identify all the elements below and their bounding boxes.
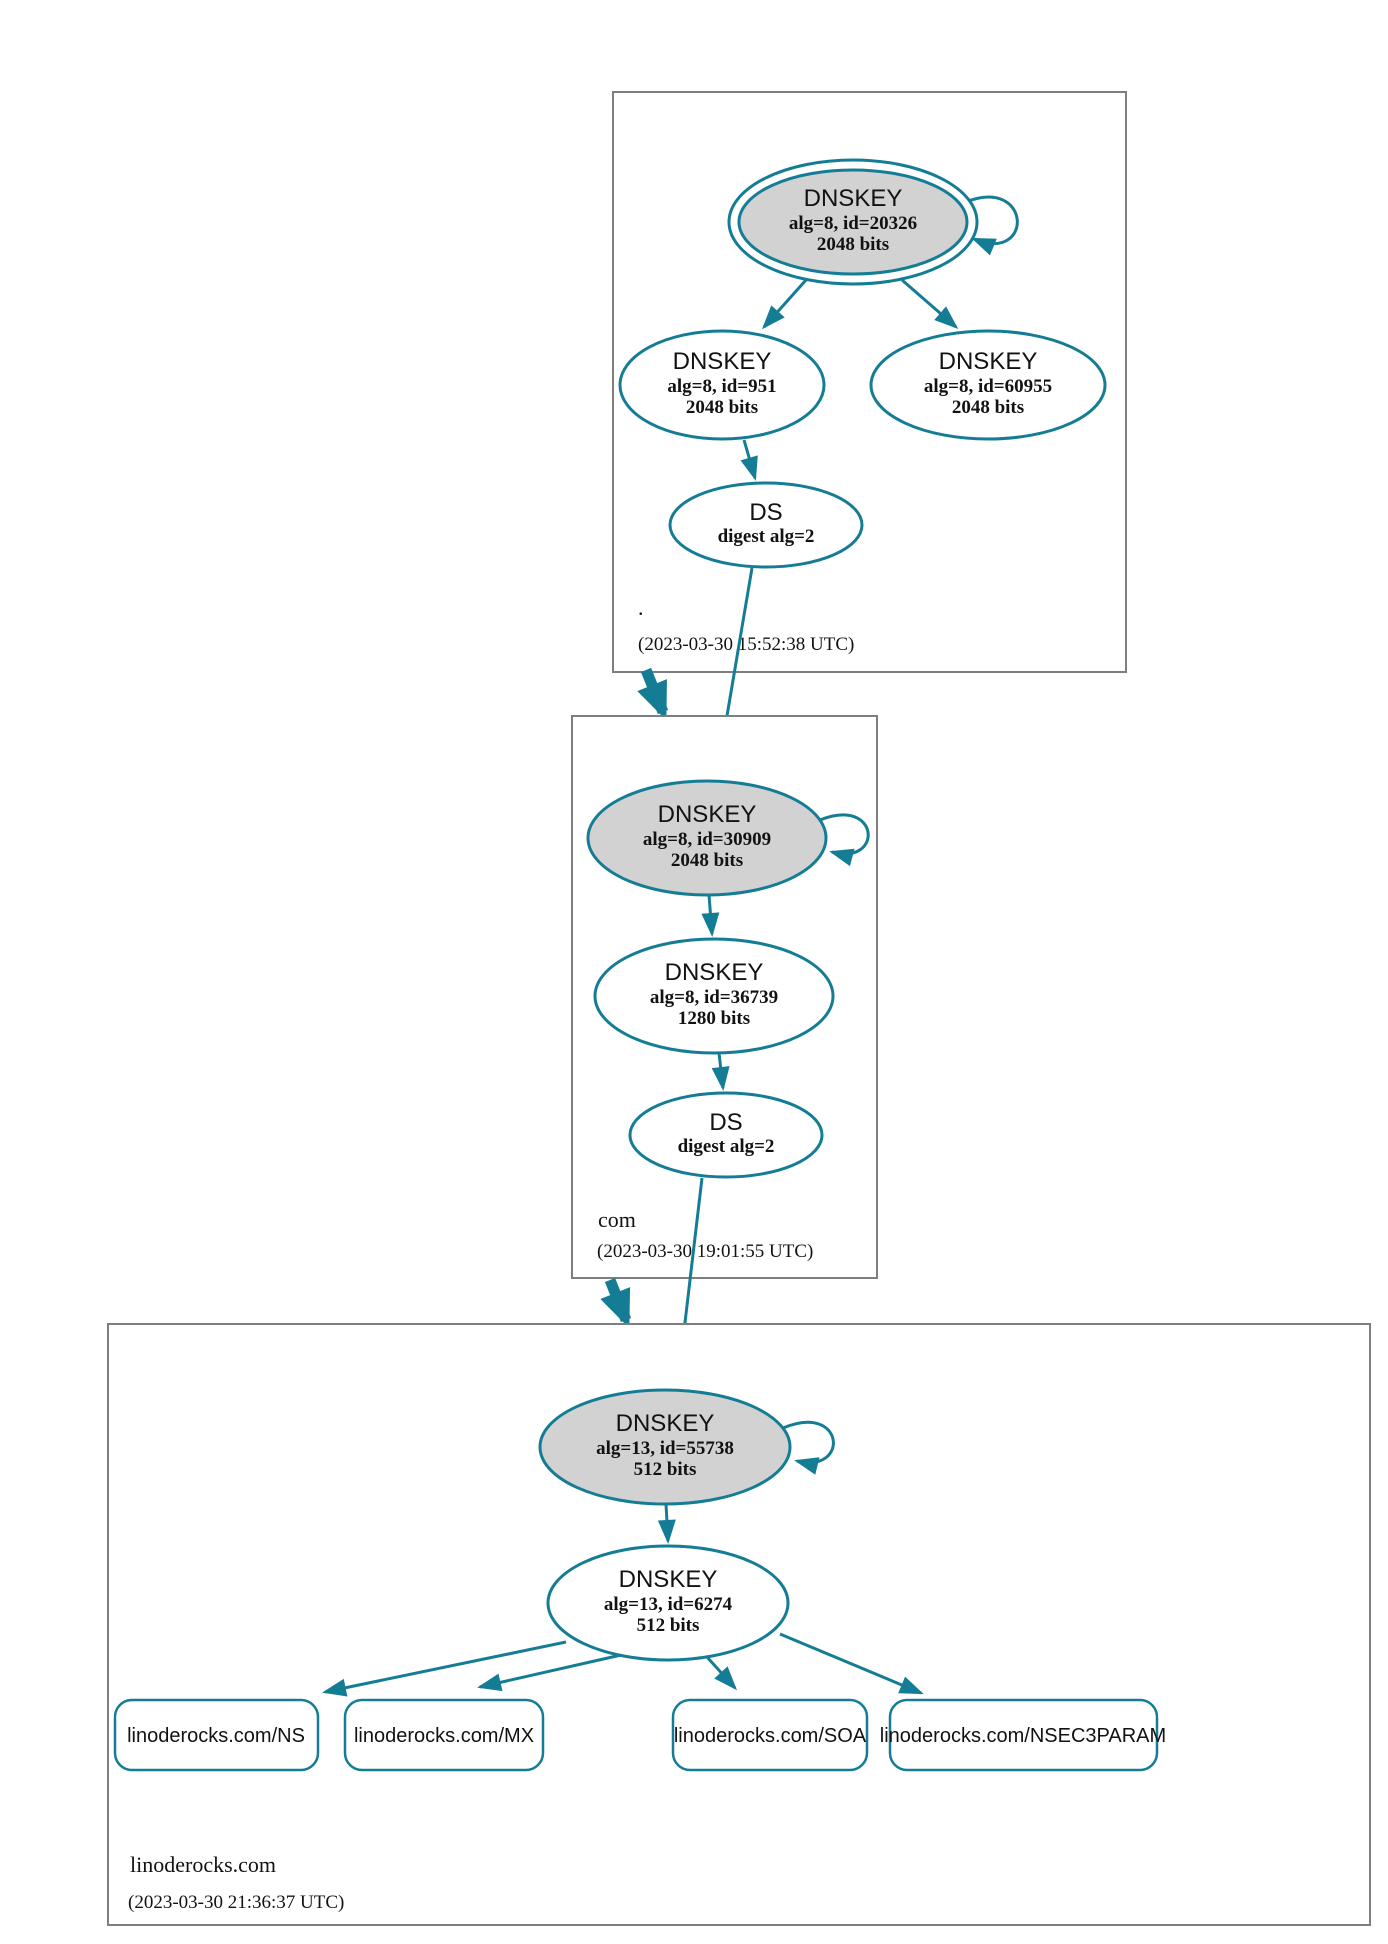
- node-root-ksk-20326[interactable]: DNSKEY alg=8, id=20326 2048 bits: [727, 158, 979, 286]
- rrset-node-nsec3param[interactable]: linoderocks.com/NSEC3PARAM: [880, 1698, 1166, 1772]
- edge-com-ksk-to-zsk: [701, 894, 720, 937]
- zone-linoderocks: DNSKEY alg=13, id=55738 512 bits DNSKEY …: [107, 1323, 1371, 1926]
- edge-delegation-com-to-linoderocks: [600, 1277, 632, 1329]
- edge-com-zsk-to-ds: [711, 1052, 730, 1091]
- edge-root-ksk-to-zsk60955: [901, 278, 959, 329]
- root-zsk951-ellipse[interactable]: [618, 329, 826, 441]
- node-root-ds[interactable]: DS digest alg=2: [668, 481, 864, 569]
- edge-linoderocks-ksk-to-zsk: [657, 1503, 676, 1544]
- root-zsk951-alg: alg=8, id=951: [667, 376, 776, 397]
- root-ds-ellipse[interactable]: [668, 481, 864, 569]
- zone-label-linoderocks: linoderocks.com: [130, 1852, 276, 1877]
- root-zsk60955-ellipse[interactable]: [869, 329, 1107, 441]
- zone-label-com: com: [598, 1207, 636, 1232]
- edge-delegation-root-to-com: [637, 667, 669, 721]
- zone-label-root: .: [638, 595, 644, 620]
- root-ksk-inner-ring: [737, 168, 969, 276]
- edge-zsk-to-rrset-nsec3param: [779, 1632, 924, 1695]
- node-com-ksk-30909[interactable]: DNSKEY alg=8, id=30909 2048 bits: [586, 779, 828, 897]
- linoderocks-ksk-ellipse[interactable]: [538, 1388, 792, 1506]
- com-ds-title: DS: [709, 1109, 742, 1136]
- zone-timestamp-root: (2023-03-30 15:52:38 UTC): [638, 634, 854, 655]
- linoderocks-ksk-alg: alg=13, id=55738: [596, 1438, 734, 1459]
- com-ksk-bits: 2048 bits: [671, 850, 743, 871]
- linoderocks-zsk-title: DNSKEY: [619, 1566, 718, 1593]
- zone-timestamp-com: (2023-03-30 19:01:55 UTC): [597, 1241, 813, 1262]
- edge-zsk-to-rrset-ns: [322, 1640, 567, 1697]
- linoderocks-zsk-bits: 512 bits: [637, 1615, 700, 1636]
- root-ksk-title: DNSKEY: [804, 185, 903, 212]
- com-zsk-title: DNSKEY: [665, 959, 764, 986]
- rrset-soa-box[interactable]: [671, 1698, 869, 1772]
- root-zsk951-bits: 2048 bits: [686, 397, 758, 418]
- com-ds-alg: digest alg=2: [678, 1136, 775, 1157]
- edge-com-ksk-self-sign: [819, 813, 870, 867]
- linoderocks-ksk-title: DNSKEY: [616, 1410, 715, 1437]
- com-zsk-alg: alg=8, id=36739: [650, 987, 778, 1008]
- linoderocks-ksk-bits: 512 bits: [634, 1459, 697, 1480]
- com-zsk-ellipse[interactable]: [593, 937, 835, 1055]
- root-ds-title: DS: [749, 499, 782, 526]
- node-com-zsk-36739[interactable]: DNSKEY alg=8, id=36739 1280 bits: [593, 937, 835, 1055]
- rrset-ns-label: linoderocks.com/NS: [127, 1725, 305, 1747]
- node-com-ds[interactable]: DS digest alg=2: [628, 1091, 824, 1179]
- rrset-ns-box[interactable]: [113, 1698, 320, 1772]
- root-ksk-alg: alg=8, id=20326: [789, 213, 917, 234]
- com-ksk-alg: alg=8, id=30909: [643, 829, 771, 850]
- node-linoderocks-ksk-55738[interactable]: DNSKEY alg=13, id=55738 512 bits: [538, 1388, 792, 1506]
- node-root-zsk-951[interactable]: DNSKEY alg=8, id=951 2048 bits: [618, 329, 826, 441]
- edge-root-zsk951-to-ds: [740, 439, 758, 481]
- root-ds-alg: digest alg=2: [718, 526, 815, 547]
- root-zsk60955-title: DNSKEY: [939, 348, 1038, 375]
- root-zsk951-title: DNSKEY: [673, 348, 772, 375]
- rrset-node-mx[interactable]: linoderocks.com/MX: [343, 1698, 545, 1772]
- node-linoderocks-zsk-6274[interactable]: DNSKEY alg=13, id=6274 512 bits: [546, 1544, 790, 1662]
- com-ds-ellipse[interactable]: [628, 1091, 824, 1179]
- edge-root-ksk-self-sign: [965, 195, 1019, 256]
- edge-linoderocks-ksk-self-sign: [782, 1420, 835, 1475]
- root-zsk60955-alg: alg=8, id=60955: [924, 376, 1052, 397]
- rrset-nsec3param-box[interactable]: [888, 1698, 1159, 1772]
- rrset-soa-label: linoderocks.com/SOA: [674, 1725, 867, 1747]
- root-zsk60955-bits: 2048 bits: [952, 397, 1024, 418]
- rrset-nsec3param-label: linoderocks.com/NSEC3PARAM: [880, 1725, 1166, 1747]
- rrset-node-soa[interactable]: linoderocks.com/SOA: [671, 1698, 869, 1772]
- root-ksk-bits: 2048 bits: [817, 234, 889, 255]
- edge-zsk-to-rrset-mx: [477, 1653, 622, 1692]
- edge-zsk-to-rrset-soa: [705, 1655, 738, 1691]
- rrset-node-ns[interactable]: linoderocks.com/NS: [113, 1698, 320, 1772]
- com-ksk-ellipse[interactable]: [586, 779, 828, 897]
- zone-com: DNSKEY alg=8, id=30909 2048 bits DNSKEY …: [571, 715, 878, 1279]
- edge-root-ksk-to-zsk951: [762, 279, 808, 330]
- rrset-mx-label: linoderocks.com/MX: [354, 1725, 534, 1747]
- node-root-zsk-60955[interactable]: DNSKEY alg=8, id=60955 2048 bits: [869, 329, 1107, 441]
- zone-root: DNSKEY alg=8, id=20326 2048 bits DNSKEY …: [612, 91, 1127, 673]
- com-ksk-title: DNSKEY: [658, 801, 757, 828]
- zone-timestamp-linoderocks: (2023-03-30 21:36:37 UTC): [128, 1892, 344, 1913]
- linoderocks-zsk-ellipse[interactable]: [546, 1544, 790, 1662]
- com-zsk-bits: 1280 bits: [678, 1008, 750, 1029]
- linoderocks-zsk-alg: alg=13, id=6274: [604, 1594, 733, 1615]
- rrset-mx-box[interactable]: [343, 1698, 545, 1772]
